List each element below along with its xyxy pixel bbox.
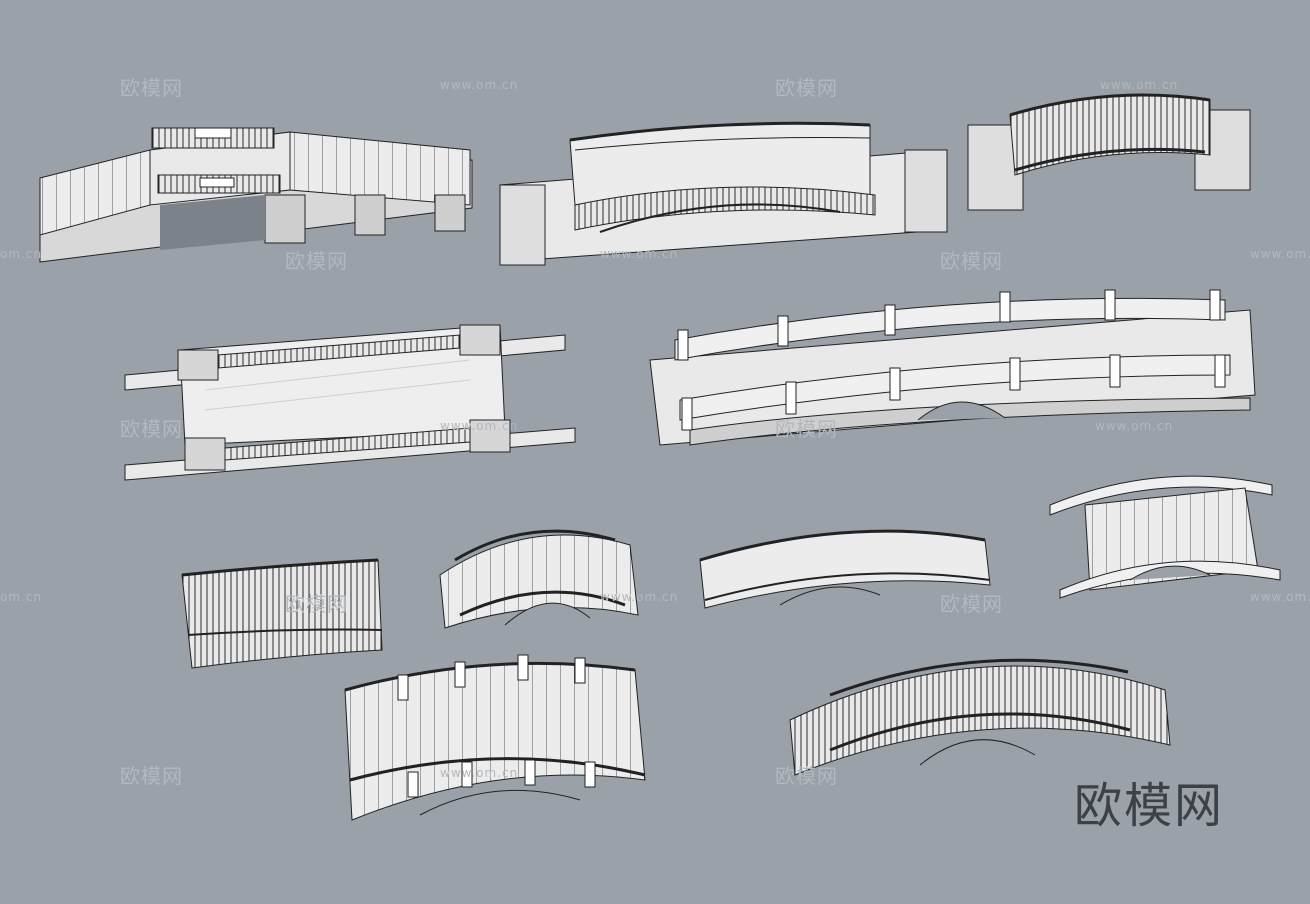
watermark-url: www.om.cn bbox=[1250, 247, 1310, 261]
watermark-text: 欧模网 bbox=[285, 249, 348, 273]
watermark-url: www.om.cn bbox=[1250, 590, 1310, 604]
watermark-text: 欧模网 bbox=[775, 764, 838, 788]
watermark-url: om.cn bbox=[0, 590, 43, 604]
bridge-long-railing bbox=[499, 121, 948, 266]
watermark-text: 欧模网 bbox=[120, 764, 183, 788]
bridge-hump-stair bbox=[439, 529, 639, 629]
watermark-url: www.om.cn bbox=[600, 590, 679, 604]
watermark-text: 欧模网 bbox=[940, 249, 1003, 273]
watermark-url: www.om.cn bbox=[440, 766, 519, 780]
watermark-url: www.om.cn bbox=[1100, 78, 1179, 92]
bridge-long-hump bbox=[789, 658, 1171, 776]
watermark-text: 欧模网 bbox=[120, 417, 183, 441]
watermark-url: www.om.cn bbox=[440, 419, 519, 433]
watermark-url: www.om.cn bbox=[1095, 419, 1174, 433]
bridge-small-arched bbox=[967, 93, 1251, 211]
bridge-small-railed bbox=[1049, 475, 1281, 599]
bridge-thin-arched bbox=[699, 529, 991, 609]
watermark-text: 欧模网 bbox=[940, 592, 1003, 616]
watermark-text: 欧模网 bbox=[285, 592, 348, 616]
bridge-long-arched bbox=[649, 289, 1256, 446]
watermark-url: om.cn bbox=[0, 247, 43, 261]
watermark-url: www.om.cn bbox=[440, 78, 519, 92]
bridge-wide-stone-arched bbox=[344, 654, 646, 821]
bridge-slatted bbox=[181, 558, 383, 669]
watermark-text: 欧模网 bbox=[775, 76, 838, 100]
watermark-text: 欧模网 bbox=[120, 76, 183, 100]
watermark-url: www.om.cn bbox=[600, 247, 679, 261]
watermark-text: 欧模网 bbox=[775, 417, 838, 441]
bridge-flat-side-rails bbox=[124, 324, 576, 481]
bridge-stair-flat bbox=[39, 127, 473, 263]
brand-logo: 欧模网 bbox=[1074, 778, 1225, 834]
